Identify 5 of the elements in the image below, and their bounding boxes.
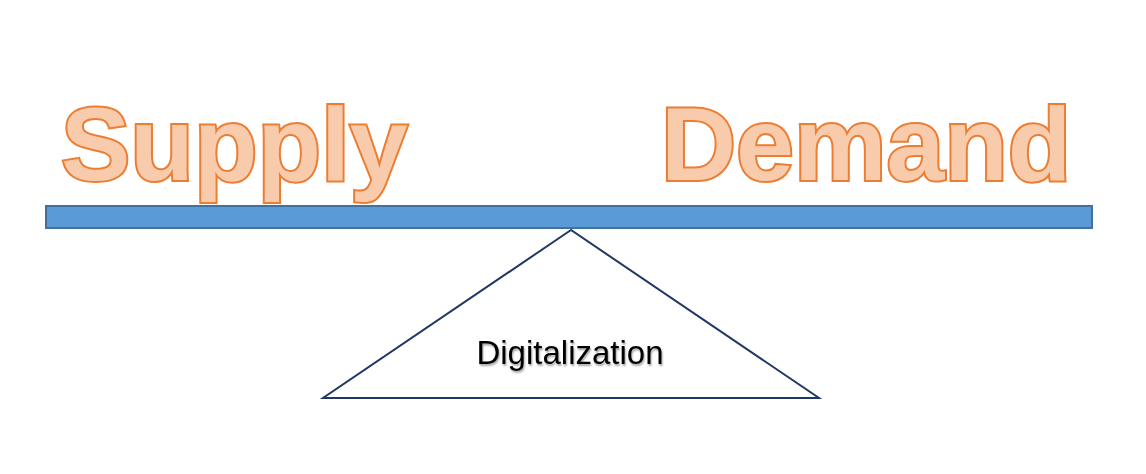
outlined-word: Supply [60,85,409,204]
outlined-word: Demand [660,85,1073,204]
seesaw-beam [45,205,1093,229]
fulcrum-label: Digitalization [475,333,665,373]
fulcrum-triangle [322,229,820,399]
